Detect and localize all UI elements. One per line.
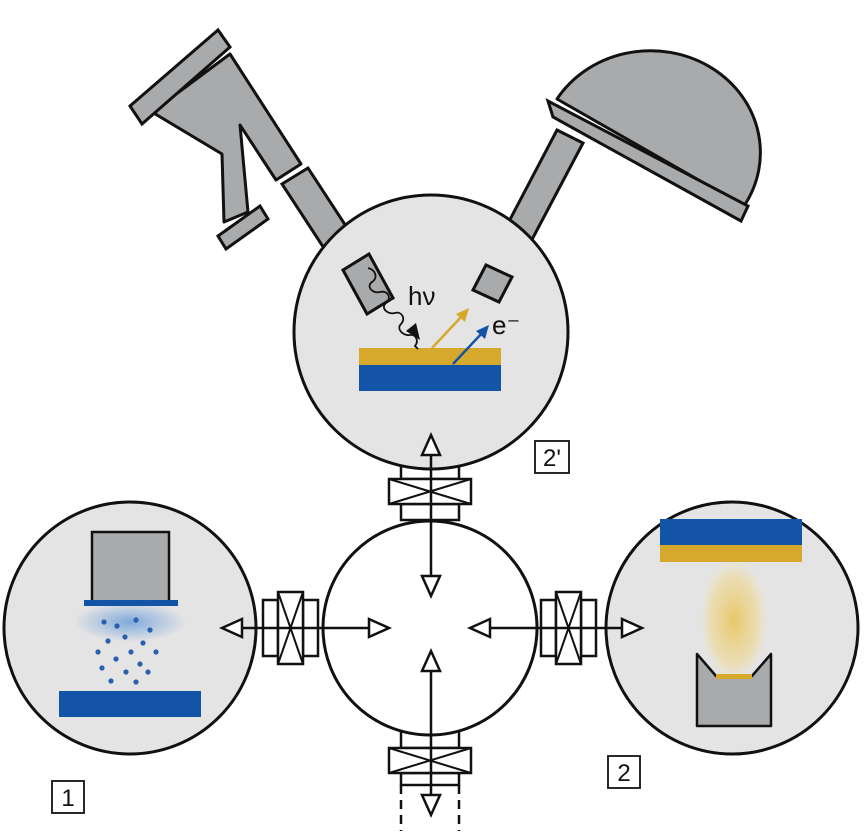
arrowhead-left-to-deposition [218, 617, 244, 639]
electron-arrowhead-gold [456, 308, 469, 322]
light-source-nozzle [341, 251, 395, 317]
light-source-lower-flange [215, 203, 271, 252]
target-plate [84, 600, 178, 606]
analyzer-hemisphere [555, 49, 762, 208]
photon-label: hν [408, 281, 435, 311]
electron-label: e⁻ [492, 310, 520, 340]
electron-arrowhead-blue [476, 325, 489, 339]
electron-arrow-blue [452, 331, 484, 365]
evaporation-film [660, 545, 802, 562]
label-chamber-2-prime-text: 2' [543, 445, 561, 472]
light-source-housing [150, 52, 303, 224]
analysis-chamber-body [292, 193, 570, 471]
analyzer-nozzle [470, 263, 515, 304]
evaporation-glow [700, 552, 768, 676]
sputter-target [90, 530, 171, 604]
label-chamber-2-text: 2 [617, 760, 630, 787]
deposition-substrate [59, 691, 201, 717]
photon-wave [367, 267, 419, 350]
arrowhead-left-center [466, 617, 492, 639]
arrowhead-down-center [420, 574, 442, 600]
arrowhead-right-center [367, 617, 393, 639]
analyzer-flange [545, 97, 750, 224]
sputter-particles [95, 617, 159, 685]
sample-substrate [359, 365, 501, 391]
sample-film [359, 348, 501, 365]
deposition-chamber [2, 500, 258, 756]
transfer-arrows [218, 431, 646, 819]
plasma-cloud [74, 602, 186, 642]
label-chamber-1-text: 1 [61, 785, 74, 812]
analysis-chamber: hν e⁻ [292, 193, 570, 471]
light-source-flange [128, 27, 233, 127]
crucible-material [716, 674, 752, 679]
electron-arrow-gold [431, 314, 464, 349]
arrowhead-up-to-analysis [420, 431, 442, 457]
label-chamber-2: 2 [607, 755, 641, 789]
arrowhead-down-to-loadlock [420, 793, 442, 819]
label-chamber-1: 1 [51, 780, 85, 814]
evaporation-substrate [660, 519, 802, 545]
evaporation-chamber [604, 500, 860, 756]
arrowhead-up-center [420, 647, 442, 673]
arrowhead-right-to-evaporation [620, 617, 646, 639]
label-chamber-2-prime: 2' [534, 440, 570, 474]
photon-arrowhead [406, 323, 420, 340]
